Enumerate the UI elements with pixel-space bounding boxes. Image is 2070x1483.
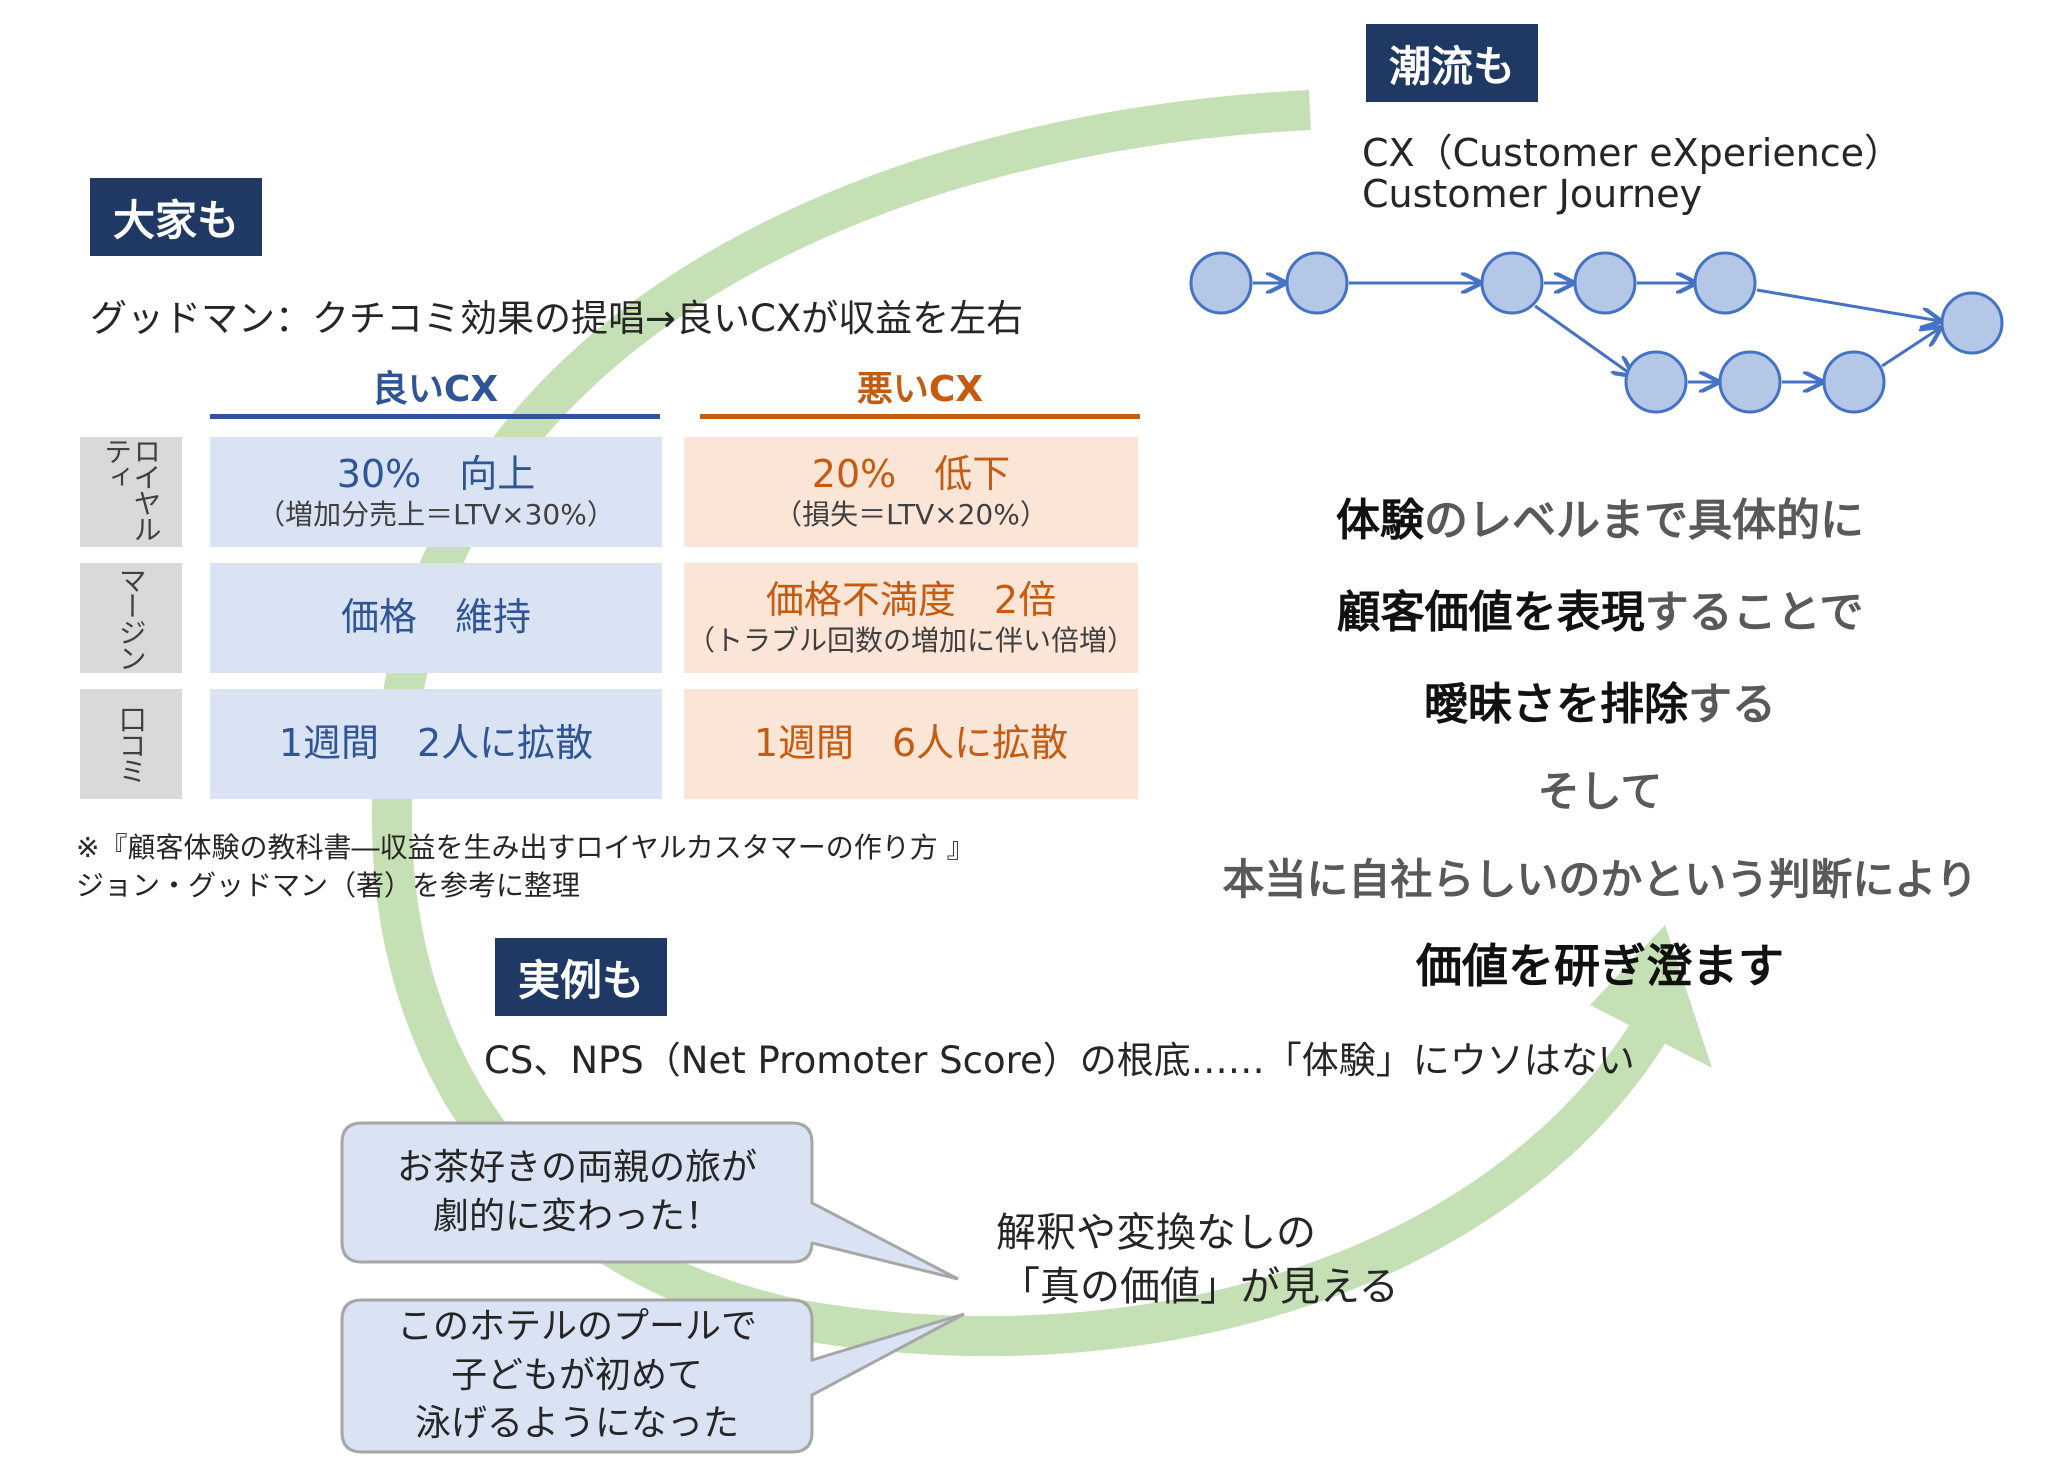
row-label-margin: マージン [80,563,182,673]
tag-choryu: 潮流も [1366,24,1538,102]
bad-margin-main: 価格不満度 2倍 [765,577,1057,622]
journey-node [1822,350,1886,414]
journey-edge [1881,328,1940,368]
source-note-line2: ジョン・グッドマン（著）を参考に整理 [76,869,581,902]
bad-header-underline [700,414,1140,419]
conclusion-line2: 顧客価値を表現することで [1120,576,2070,640]
conclusion-line5: 本当に自社らしいのかという判断により [1222,855,1978,904]
conclusion-line1-rest: のレベルまで具体的に [1424,495,1864,546]
good-cell-kuchikomi: 1週間 2人に拡散 [210,689,662,799]
good-cell-loyalty: 30% 向上 （増加分売上＝LTV×30%） [210,437,662,547]
tag-ooya: 大家も [90,178,262,256]
good-cell-margin: 価格 維持 [210,563,662,673]
conclusion-line6: 価値を研ぎ澄ます [1416,939,1784,993]
conclusion-line3: 曖昧さを排除する [1120,668,2070,732]
customer-journey-line: Customer Journey [1362,172,1703,216]
row-label-kuchikomi: 口コミ [80,689,182,799]
journey-node [1693,251,1757,315]
source-note-line1: ※『顧客体験の教科書―収益を生み出すロイヤルカスタマーの作り方 』 [76,831,975,864]
good-kuchikomi-main: 1週間 2人に拡散 [278,721,594,766]
good-loyalty-main: 30% 向上 [336,451,536,496]
row-label-loyalty: ロイヤルティ [80,437,182,547]
journey-edge [1534,304,1632,375]
bad-kuchikomi-main: 1週間 6人に拡散 [753,721,1069,766]
journey-node [1940,291,2004,355]
cs-nps-line: CS、NPS（Net Promoter Score）の根底……「体験」にウソはな… [484,1039,1635,1082]
goodman-line: グッドマン：クチコミ効果の提唱→良いCXが収益を左右 [90,297,1024,340]
conclusion-line2-bold: 顧客価値を表現 [1336,587,1645,638]
good-cx-header: 良いCX [371,369,499,410]
cx-line: CX（Customer eXperience） [1362,131,1903,175]
bad-margin-sub: （トラブル回数の増加に伴い倍増） [686,624,1135,658]
kaishaku-line2: 「真の価値」が見える [1000,1264,1399,1310]
bad-loyalty-sub: （損失＝LTV×20%） [774,498,1048,532]
journey-node [1285,251,1349,315]
speech-bubble-top-shape [340,1121,959,1281]
speech-bubble-top-text: お茶好きの両親の旅が 劇的に変わった！ [396,1146,757,1237]
conclusion-line1-bold: 体験 [1336,495,1424,546]
good-loyalty-sub: （増加分売上＝LTV×30%） [257,498,615,532]
conclusion-line3-rest: する [1688,679,1776,730]
conclusion-line1: 体験のレベルまで具体的に [1120,484,2070,548]
journey-edge [1756,288,1940,321]
journey-node [1718,350,1782,414]
journey-node [1480,251,1544,315]
good-header-underline [210,414,660,419]
journey-node [1189,251,1253,315]
good-margin-main: 価格 維持 [340,595,531,640]
bad-cell-kuchikomi: 1週間 6人に拡散 [684,689,1138,799]
bad-cx-header: 悪いCX [856,369,984,410]
journey-node [1624,350,1688,414]
kaishaku-line1: 解釈や変換なしの [996,1210,1316,1256]
speech-bubble-bottom-text: このホテルのプールで 子どもが初めて 泳げるようになった [396,1306,757,1445]
bad-loyalty-main: 20% 低下 [811,451,1011,496]
speech-bubble-bottom-shape [340,1298,965,1454]
conclusion-line4: そして [1537,767,1663,816]
bad-cell-loyalty: 20% 低下 （損失＝LTV×20%） [684,437,1138,547]
conclusion-line2-rest: することで [1644,587,1864,638]
tag-jirei: 実例も [495,938,667,1016]
bad-cell-margin: 価格不満度 2倍 （トラブル回数の増加に伴い倍増） [684,563,1138,673]
journey-node [1573,251,1637,315]
conclusion-line3-bold: 曖昧さを排除 [1424,679,1688,730]
